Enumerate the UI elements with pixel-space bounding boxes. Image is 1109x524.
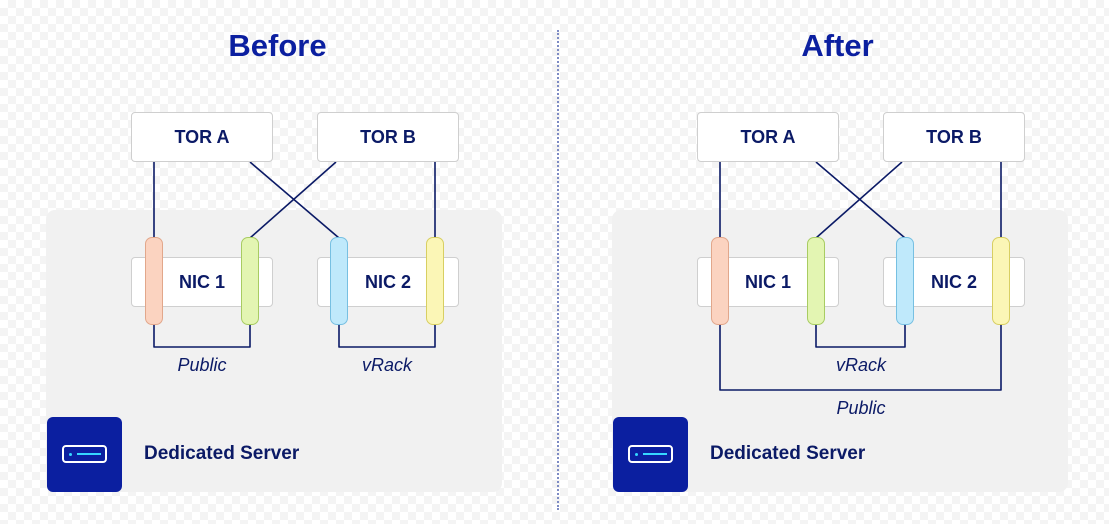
before-server-label: Dedicated Server bbox=[144, 443, 300, 464]
after-wire-torb-nic1-green bbox=[815, 161, 903, 239]
before-nic2-port-yellow bbox=[426, 237, 444, 325]
after-nic2-port-yellow bbox=[992, 237, 1010, 325]
before-public-label: Public bbox=[177, 355, 227, 375]
after-server-label: Dedicated Server bbox=[710, 443, 866, 464]
before-wire-torb-nic1-green bbox=[249, 161, 337, 239]
before-title: Before bbox=[228, 28, 327, 63]
before-nic1-port-green bbox=[241, 237, 259, 325]
before-wires bbox=[153, 161, 436, 348]
before-vrack-label: vRack bbox=[361, 355, 412, 375]
after-tor-a: TOR A bbox=[697, 112, 839, 162]
server-slot-icon bbox=[77, 453, 101, 455]
before-panel: Before TOR A TOR B NIC 1 NIC 2 Public vR… bbox=[46, 28, 502, 492]
after-server-icon bbox=[613, 417, 688, 492]
after-wire-public-loop bbox=[719, 325, 1002, 391]
server-bay-icon bbox=[62, 445, 107, 463]
before-tor-b: TOR B bbox=[317, 112, 459, 162]
after-wire-tora-nic2-blue bbox=[815, 161, 906, 239]
panel-divider bbox=[557, 30, 559, 510]
before-server-icon bbox=[47, 417, 122, 492]
after-title: After bbox=[801, 28, 874, 63]
before-tor-a: TOR A bbox=[131, 112, 273, 162]
after-public-label: Public bbox=[836, 398, 886, 418]
after-nic1-port-orange bbox=[711, 237, 729, 325]
after-nic2-port-blue bbox=[896, 237, 914, 325]
before-wire-vrack-loop bbox=[338, 325, 436, 348]
after-wire-vrack-loop bbox=[815, 325, 906, 348]
after-nic1-port-green bbox=[807, 237, 825, 325]
before-wire-public-loop bbox=[153, 325, 251, 348]
before-wire-tora-nic2-blue bbox=[249, 161, 340, 239]
after-panel: After TOR A TOR B NIC 1 NIC 2 vRack Publ… bbox=[566, 0, 1109, 524]
server-led-icon bbox=[69, 453, 72, 456]
server-bay-icon bbox=[628, 445, 673, 463]
after-tor-b: TOR B bbox=[883, 112, 1025, 162]
server-led-icon bbox=[635, 453, 638, 456]
after-vrack-label: vRack bbox=[835, 355, 886, 375]
after-wires bbox=[719, 161, 1002, 391]
server-slot-icon bbox=[643, 453, 667, 455]
before-nic1-port-orange bbox=[145, 237, 163, 325]
before-nic2-port-blue bbox=[330, 237, 348, 325]
